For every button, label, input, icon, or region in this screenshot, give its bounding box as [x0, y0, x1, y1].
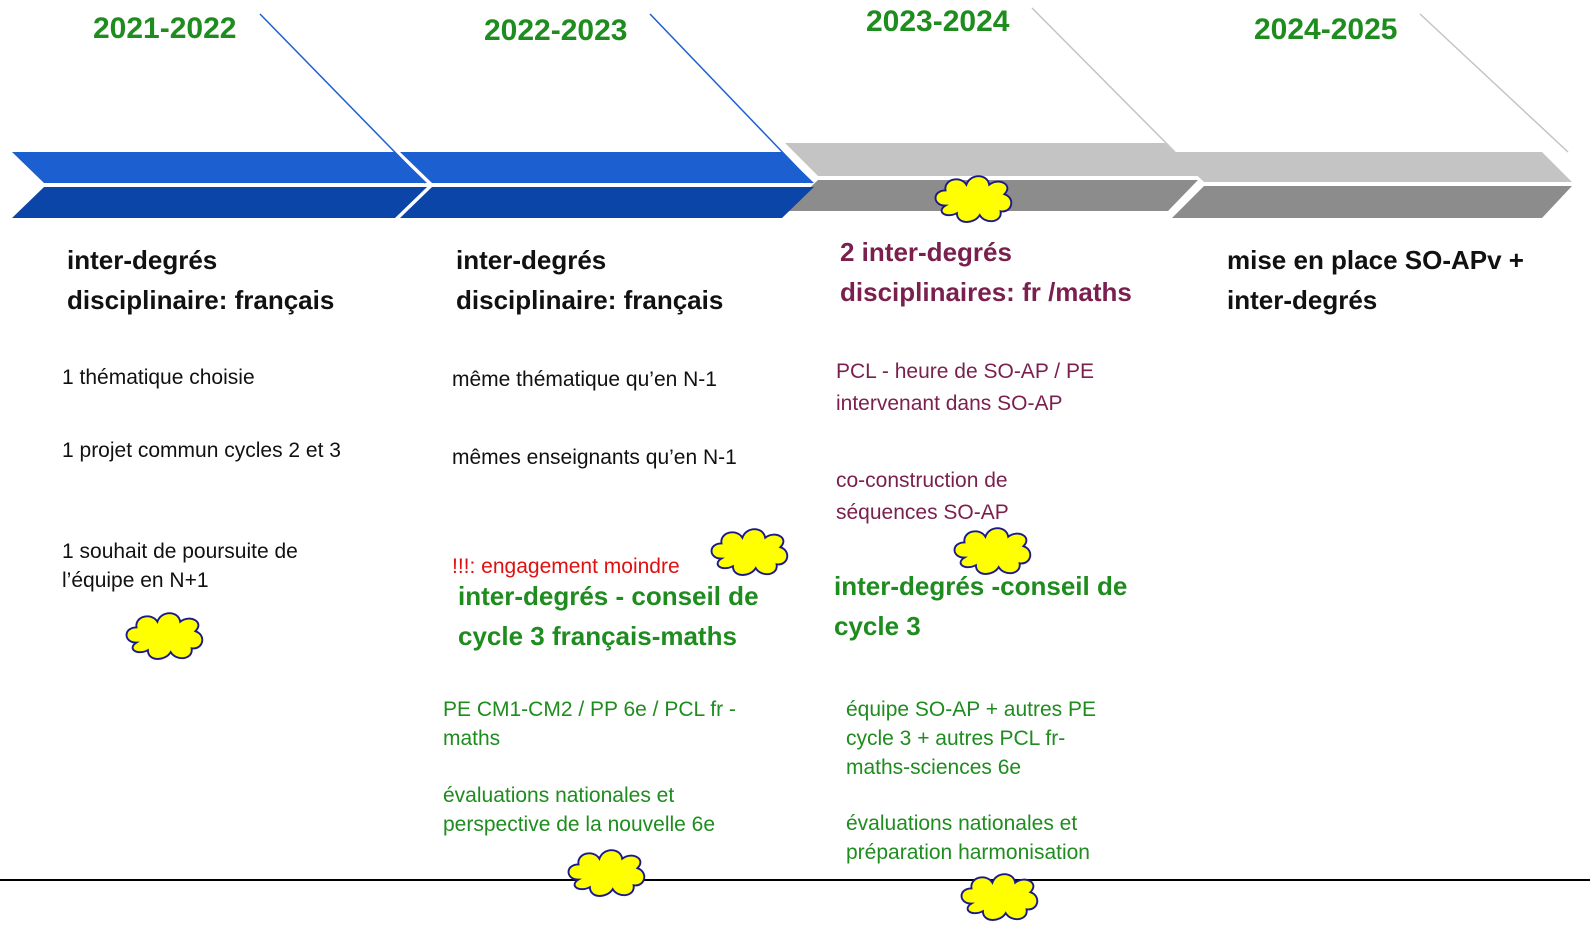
- cloud-icon: [567, 849, 646, 897]
- arrow-2024-2025-top: [1172, 152, 1572, 182]
- arrow-2021-2022-bottom: [12, 187, 427, 218]
- diagonal-line-3: [1031, 7, 1176, 153]
- col3-item: PCL - heure de SO-AP / PE intervenant da…: [836, 360, 1094, 415]
- col1-item: 1 souhait de poursuite de l’équipe en N+…: [62, 540, 298, 592]
- arrow-2022-2023-top: [400, 152, 814, 183]
- cloud-icon: [960, 873, 1039, 921]
- cloud-icon: [125, 612, 204, 660]
- cloud-icon: [934, 175, 1013, 223]
- col4-heading: mise en place SO-APv + inter-degrés: [1227, 245, 1524, 315]
- arrow-2022-2023-bottom: [400, 187, 814, 218]
- col3-heading2: inter-degrés -conseil de cycle 3: [834, 571, 1128, 641]
- year-label-2024-2025: 2024-2025: [1254, 13, 1398, 46]
- col1-item: 1 projet commun cycles 2 et 3: [62, 439, 341, 462]
- arrow-2021-2022-top: [12, 152, 427, 183]
- col3-heading: 2 inter-degrés disciplinaires: fr /maths: [840, 237, 1132, 307]
- cloud-icon: [710, 528, 789, 576]
- diagonal-line-2: [649, 13, 813, 184]
- arrow-2024-2025-bottom: [1172, 186, 1572, 218]
- diagonal-line-4: [1419, 13, 1569, 153]
- col2-item2: évaluations nationales et perspective de…: [443, 784, 716, 836]
- col2-heading2: inter-degrés - conseil de cycle 3 frança…: [458, 581, 759, 651]
- year-label-2023-2024: 2023-2024: [866, 5, 1010, 38]
- col3-item2: évaluations nationales et préparation ha…: [846, 812, 1090, 864]
- col2-item2: PE CM1-CM2 / PP 6e / PCL fr - maths: [443, 698, 736, 750]
- year-label-2022-2023: 2022-2023: [484, 14, 628, 47]
- arrow-2023-2024-top: [785, 143, 1198, 176]
- col2-alert: !!!: engagement moindre: [452, 555, 680, 578]
- col2-item: même thématique qu’en N-1: [452, 368, 717, 391]
- col3-item2: équipe SO-AP + autres PE cycle 3 + autre…: [846, 698, 1097, 779]
- col1-item: 1 thématique choisie: [62, 366, 255, 389]
- col3-item: co-construction de séquences SO-AP: [836, 469, 1009, 524]
- year-label-2021-2022: 2021-2022: [93, 12, 237, 45]
- col1-heading: inter-degrés disciplinaire: français: [67, 245, 335, 315]
- col2-heading: inter-degrés disciplinaire: français: [456, 245, 724, 315]
- cloud-icon: [953, 527, 1032, 575]
- col2-item: mêmes enseignants qu’en N-1: [452, 446, 737, 469]
